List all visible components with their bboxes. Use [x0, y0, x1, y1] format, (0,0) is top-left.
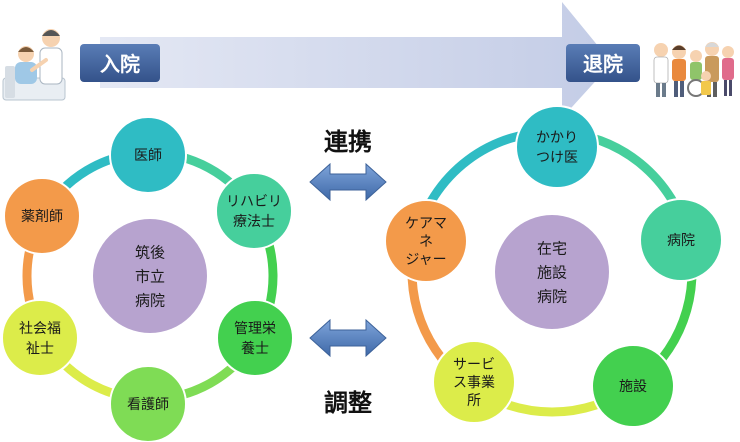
doctor-patient-illustration — [2, 29, 66, 101]
community-node-label: ス事業 — [453, 375, 495, 391]
community-node-label: ケアマ — [405, 216, 447, 232]
hospital-node-circle — [109, 116, 187, 194]
community-node-label: つけ医 — [536, 150, 578, 166]
hospital-node-label: 管理栄 — [234, 321, 276, 337]
community-node-label: 病院 — [667, 233, 695, 249]
hospital-node-circle — [3, 177, 81, 255]
hospital-node-label: 養士 — [241, 340, 269, 357]
hospital-center-label: 筑後 — [135, 243, 165, 261]
community-node-circle — [639, 198, 723, 282]
community-node-circle — [384, 199, 468, 283]
hospital-node-label: 薬剤師 — [21, 209, 63, 225]
community-node-label: かかり — [536, 130, 578, 146]
community-center-label: 病院 — [537, 287, 567, 305]
hospital-node-label: 社会福 — [19, 321, 61, 337]
community-node-label: サービ — [453, 357, 495, 373]
cooperation-double-arrow — [309, 162, 387, 202]
community-node-circle — [515, 105, 599, 189]
cooperation-label: 連携 — [324, 128, 372, 156]
admission-label: 入院 — [100, 52, 140, 76]
hospital-center-label: 病院 — [135, 291, 165, 309]
community-node-circle — [591, 344, 675, 428]
hospital-node-label: 医師 — [134, 148, 162, 164]
hospital-center-label: 市立 — [135, 267, 165, 285]
coordination-label: 調整 — [324, 389, 372, 417]
admission-to-discharge-arrow — [100, 2, 612, 118]
community-node-label: 所 — [467, 393, 481, 409]
hospital-center-circle — [93, 219, 207, 333]
hospital-node-circle — [215, 172, 293, 250]
hospital-node-label: 祉士 — [26, 341, 54, 357]
community-node-label: ジャー — [405, 252, 446, 268]
community-center-circle — [495, 215, 609, 329]
hospital-node-label: リハビリ — [226, 194, 282, 210]
community-node-label: 施設 — [619, 379, 647, 395]
community-center-label: 施設 — [537, 263, 567, 281]
community-center-label: 在宅 — [537, 239, 567, 257]
discharge-badge: 退院 — [566, 44, 640, 82]
community-node-label: ネ — [419, 234, 433, 250]
coordination-double-arrow — [309, 318, 387, 358]
hospital-node-circle — [216, 299, 294, 377]
discharge-label: 退院 — [583, 52, 623, 76]
hospital-node-label: 看護師 — [127, 397, 169, 413]
hospital-node-label: 療法士 — [233, 213, 275, 230]
admission-badge: 入院 — [80, 44, 160, 82]
hospital-node-circle — [109, 365, 187, 442]
community-node-circle — [432, 340, 516, 424]
family-group-illustration — [653, 42, 734, 97]
hospital-node-circle — [1, 299, 79, 377]
